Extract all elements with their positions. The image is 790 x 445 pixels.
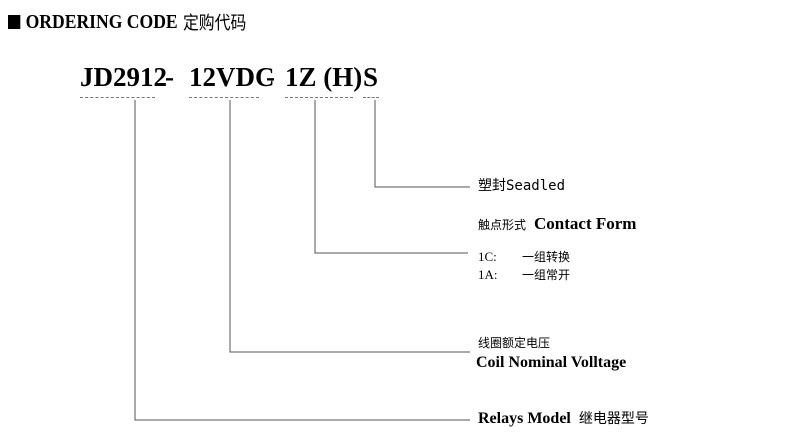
- code-model: JD2912: [80, 62, 167, 92]
- section-heading: ORDERING CODE 定购代码: [8, 10, 246, 34]
- contact-form-label-en: Contact Form: [534, 214, 637, 233]
- leader-line-sealed: [374, 100, 470, 188]
- coil-voltage-label-en: Coil Nominal Volltage: [476, 354, 627, 371]
- code-sealed-underline: [363, 97, 379, 98]
- sealed-label: 塑封Seadled: [478, 178, 566, 194]
- contact-form-label-cn: 触点形式: [478, 218, 527, 232]
- leader-line-model: [134, 100, 470, 421]
- code-voltage-underline: [189, 97, 259, 98]
- relays-model-label: Relays Model 继电器型号: [478, 410, 649, 428]
- leader-line-contact: [314, 100, 468, 254]
- code-model-underline: [80, 97, 155, 98]
- contact-option-1c: 1C: 一组转换: [478, 248, 570, 266]
- code-contact: 1Z (H): [285, 62, 363, 92]
- contact-form-label: 触点形式 Contact Form: [478, 214, 637, 234]
- code-separator-2: -: [266, 62, 275, 92]
- heading-title-cn: 定购代码: [182, 13, 247, 34]
- black-square-icon: [8, 15, 21, 29]
- relays-model-label-cn: 继电器型号: [578, 411, 649, 427]
- contact-option-1a: 1A: 一组常开: [478, 266, 570, 284]
- coil-voltage-label-cn: 线圈额定电压: [478, 336, 551, 350]
- contact-option-desc: 一组转换: [522, 250, 571, 264]
- contact-option-code: 1C:: [478, 249, 497, 264]
- heading-title: ORDERING CODE: [25, 10, 178, 33]
- code-voltage: 12VDC: [189, 62, 275, 92]
- leader-line-coil: [229, 100, 470, 353]
- contact-option-desc: 一组常开: [522, 268, 571, 282]
- contact-option-code: 1A:: [478, 267, 498, 282]
- code-contact-underline: [285, 97, 353, 98]
- code-sealed: S: [363, 62, 379, 92]
- relays-model-label-en: Relays Model: [478, 410, 571, 427]
- code-separator-1: -: [165, 62, 174, 92]
